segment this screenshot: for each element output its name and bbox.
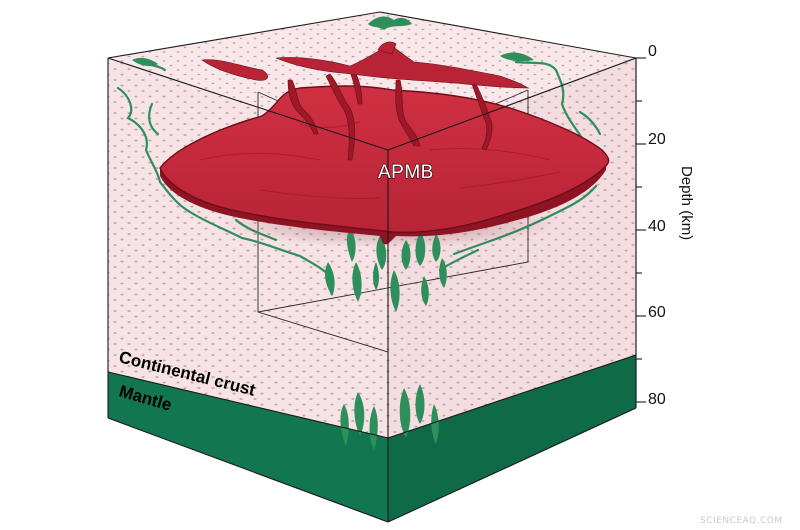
apmb-label: APMB <box>378 162 434 183</box>
melt-droplets-mid <box>325 228 447 312</box>
surface-magma <box>201 41 529 89</box>
depth-tick-80: 80 <box>648 391 666 408</box>
depth-tick-60: 60 <box>648 304 666 321</box>
depth-axis-ticks <box>636 57 646 403</box>
depth-axis: 0 20 40 60 80 Depth (km) <box>635 43 695 408</box>
credit-watermark: SCIENCEAQ.COM <box>700 516 783 526</box>
mantle-front-face <box>108 372 388 522</box>
top-face-texture <box>108 12 636 150</box>
depth-tick-20: 20 <box>648 131 666 148</box>
depth-tick-0: 0 <box>648 43 657 60</box>
surface-melt-patches <box>132 16 534 67</box>
depth-axis-title: Depth (km) <box>678 166 695 240</box>
depth-tick-40: 40 <box>648 218 666 235</box>
melt-droplets-deep <box>340 384 439 450</box>
magma-dikes <box>287 69 493 161</box>
mantle-right-face <box>388 355 636 522</box>
